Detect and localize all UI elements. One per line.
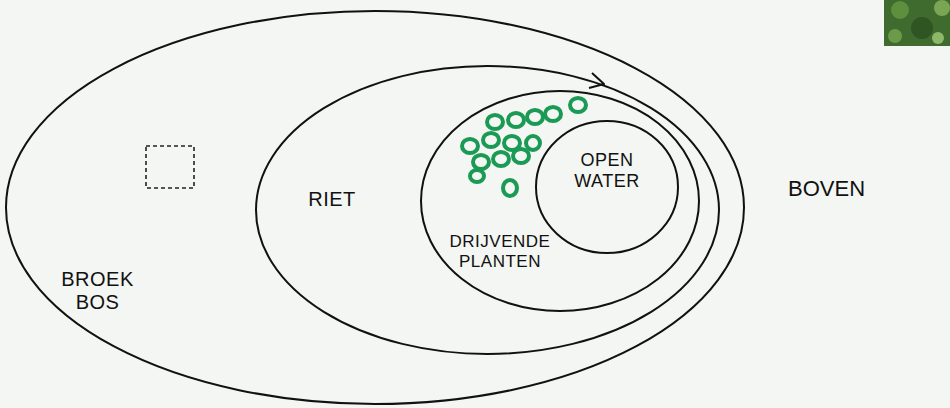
- zone-name: OPEN WATER: [567, 150, 647, 191]
- zone-ellipse: BROEK BOS RIET DRIJVENDE PLANTEN OPEN WATER: [5, 10, 745, 405]
- zone-label-block: OPEN WATER: [567, 150, 647, 191]
- zone-outline: [5, 10, 745, 405]
- zone-ellipse: DRIJVENDE PLANTEN OPEN WATER: [420, 90, 700, 312]
- zone-ellipse: OPEN WATER: [535, 120, 679, 254]
- zone-label-block: RIET: [292, 188, 372, 211]
- zone-name: BROEK BOS: [40, 268, 155, 314]
- photo-fragment: [884, 0, 950, 46]
- zone-name: RIET: [308, 188, 356, 211]
- zone-label-block: DRIJVENDE PLANTEN: [445, 232, 555, 271]
- zone-ellipse: RIET DRIJVENDE PLANTEN OPEN WATER: [255, 65, 720, 355]
- zone-name: DRIJVENDE PLANTEN: [445, 232, 555, 271]
- direction-label: BOVEN: [788, 176, 865, 202]
- floating-plants: [462, 98, 586, 196]
- zone-label-block: BROEK BOS: [40, 268, 155, 314]
- dashed-square: [146, 146, 194, 188]
- zone-outline: [420, 90, 700, 312]
